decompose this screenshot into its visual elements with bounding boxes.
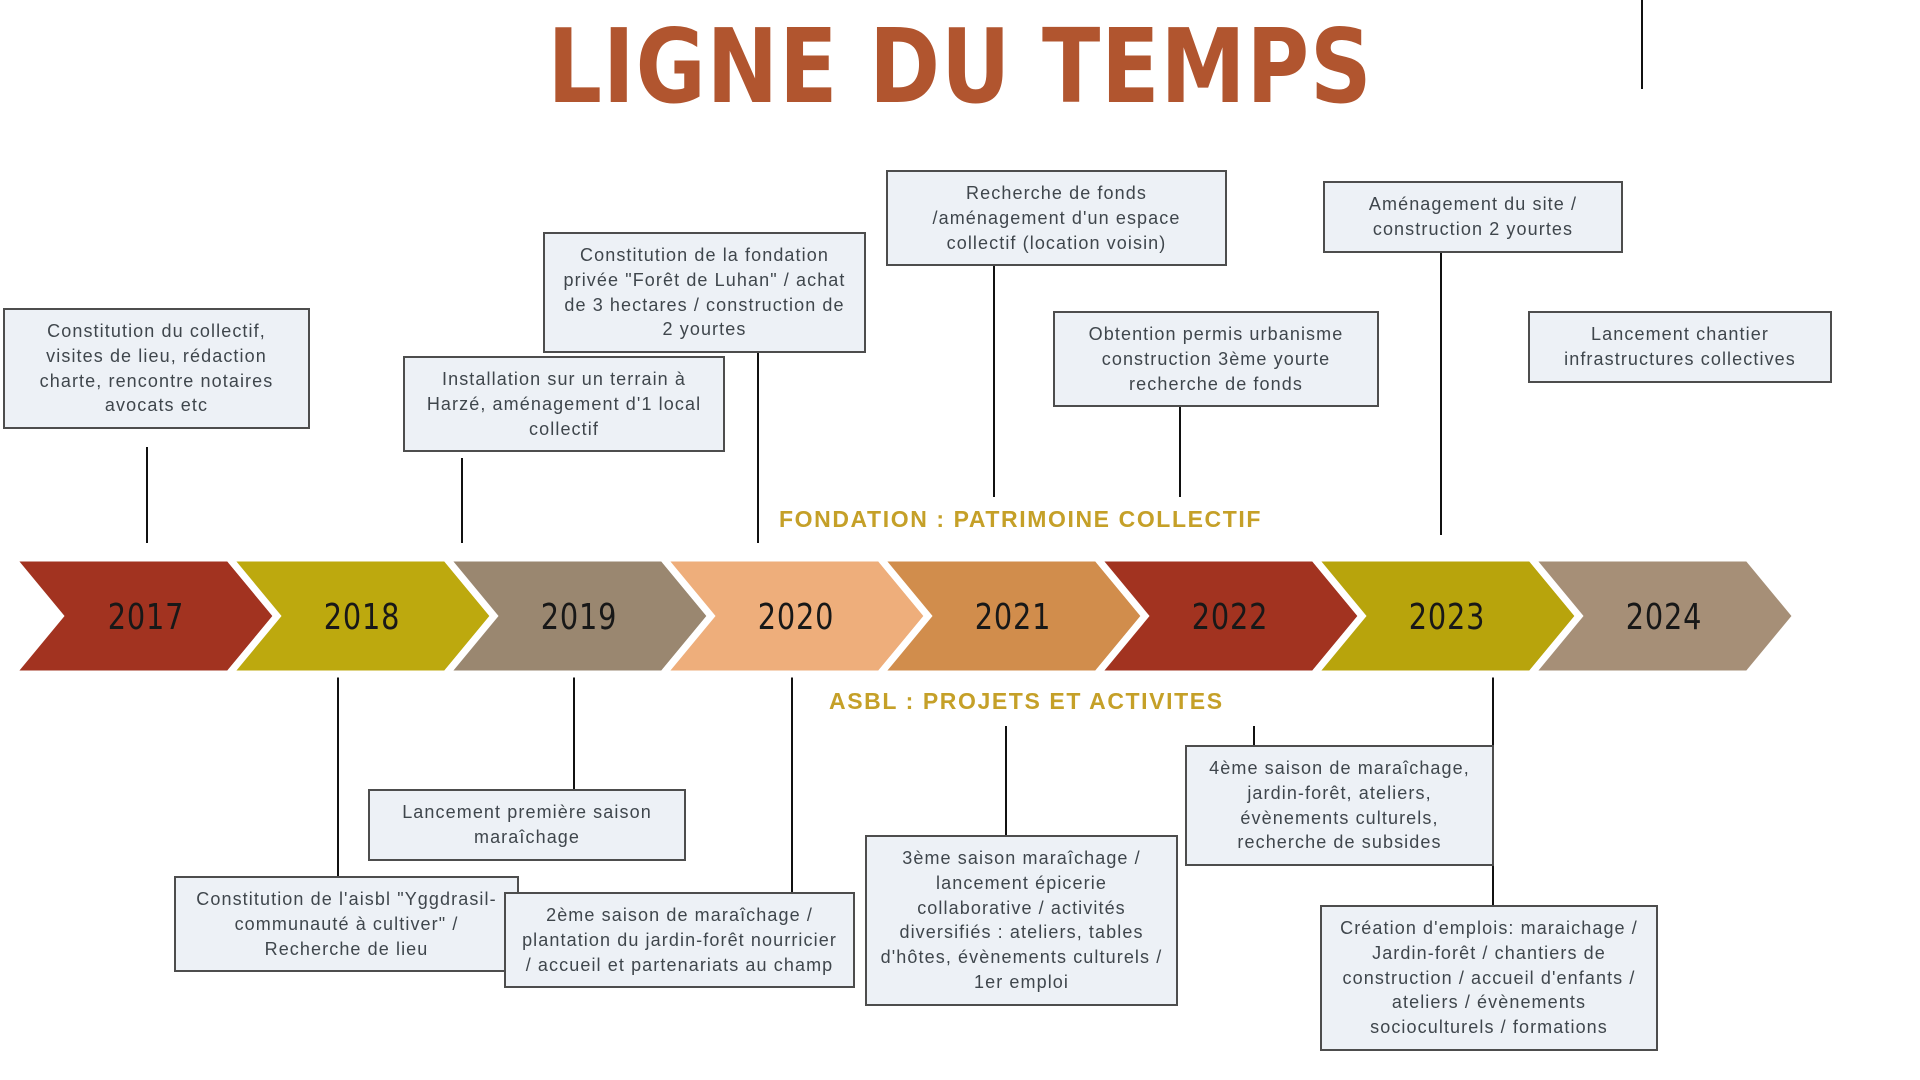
event-box-2017-above: Constitution du collectif, visites de li… [3, 308, 310, 430]
year-label-2018: 2018 [324, 596, 400, 638]
connector-2018-below [337, 676, 339, 876]
event-box-2019-above: Installation sur un terrain à Harzé, amé… [403, 356, 725, 453]
event-box-2019-below: Lancement première saison maraîchage [368, 789, 686, 861]
connector-2021-below [1005, 726, 1007, 835]
connector-2020-above [757, 338, 759, 543]
event-box-2022-below: 4ème saison de maraîchage, jardin-forêt,… [1185, 745, 1494, 867]
event-box-2023-below: Création d'emplois: maraichage / Jardin-… [1320, 905, 1658, 1052]
connector-2019-below [573, 676, 575, 789]
connector-2022-above [1179, 400, 1181, 497]
timeline-arrow-2024 [1523, 554, 1801, 678]
band-label-fondation: FONDATION : PATRIMOINE COLLECTIF [779, 506, 1263, 532]
event-box-2022-above: Obtention permis urbanisme construction … [1053, 311, 1379, 408]
event-box-2018-below: Constitution de l'aisbl "Yggdrasil-commu… [174, 876, 519, 973]
timeline-arrow-band: 2017 2018 2019 2020 2021 2022 2023 2024 [4, 554, 1801, 678]
band-label-asbl: ASBL : PROJETS ET ACTIVITES [829, 688, 1224, 714]
year-label-2020: 2020 [758, 596, 834, 638]
event-box-2020-below: 2ème saison de maraîchage / plantation d… [504, 892, 855, 989]
year-label-2017: 2017 [108, 596, 184, 638]
year-label-2023: 2023 [1409, 596, 1485, 638]
year-label-2021: 2021 [975, 596, 1051, 638]
event-box-2021-below: 3ème saison maraîchage / lancement épice… [865, 835, 1178, 1006]
stray-connector-line [1641, 0, 1643, 89]
event-box-2020-above: Constitution de la fondation privée "For… [543, 232, 866, 354]
connector-2017-above [146, 447, 148, 543]
year-label-2024: 2024 [1626, 596, 1702, 638]
connector-2021-above [993, 266, 995, 497]
connector-2019-above [461, 458, 463, 543]
year-label-2019: 2019 [541, 596, 617, 638]
event-box-2021-above: Recherche de fonds /aménagement d'un esp… [886, 170, 1227, 267]
connector-2020-below [791, 676, 793, 892]
year-label-2022: 2022 [1192, 596, 1268, 638]
event-box-2023-above: Aménagement du site / construction 2 you… [1323, 181, 1623, 253]
event-box-2024-above: Lancement chantier infrastructures colle… [1528, 311, 1832, 383]
page-title: LIGNE DU TEMPS [547, 8, 1373, 127]
connector-2023-above [1440, 243, 1442, 535]
connector-2022-below [1253, 726, 1255, 745]
